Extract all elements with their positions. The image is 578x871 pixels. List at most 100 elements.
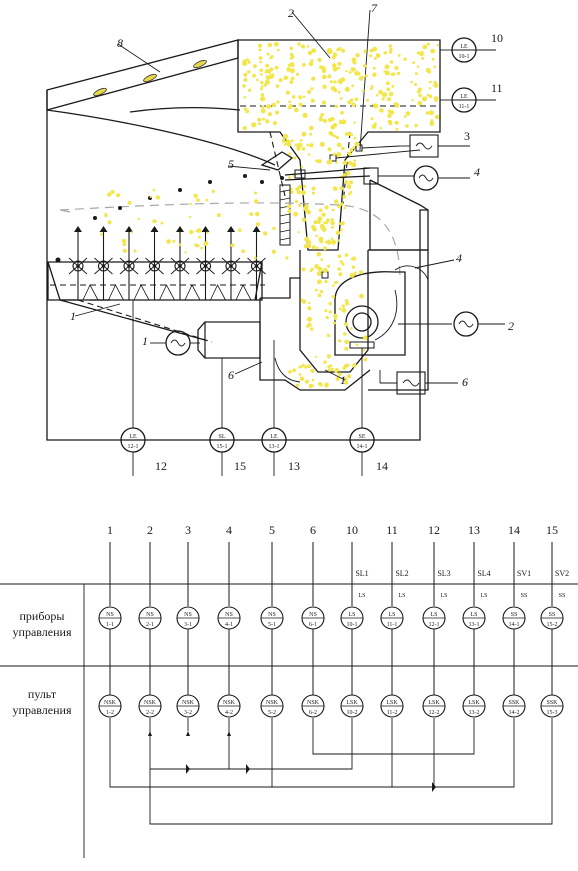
column-number: 12: [428, 523, 440, 537]
row-label-panel-1: пульт: [28, 687, 57, 701]
instrument-code: SS: [511, 612, 518, 618]
instrument-tag: 5-1: [268, 622, 276, 628]
callout-10: 10: [491, 31, 503, 45]
panel-code: LSK: [346, 700, 358, 706]
sl-15-1-tag: 15-1: [217, 444, 228, 450]
callout-2: 2: [288, 6, 294, 20]
separator-5: [260, 151, 294, 171]
signal-sublabel: SS: [559, 593, 566, 599]
callout-13: 13: [288, 459, 300, 473]
signal-label: SL3: [437, 569, 450, 578]
interconnect-wiring: [109, 718, 553, 825]
callout-1-tray: 1: [70, 309, 76, 323]
le-10-1-tag: 10-1: [459, 54, 470, 60]
panel-tag: 1-2: [106, 710, 114, 716]
signal-sublabel: LS: [358, 593, 365, 599]
column-number: 14: [508, 523, 520, 537]
instrument-tag: 14-1: [509, 622, 520, 628]
panel-tag: 6-2: [309, 710, 317, 716]
le-13-1-code: LE: [270, 434, 278, 440]
panel-code: LSK: [428, 700, 440, 706]
row-label-instruments-1: приборы: [19, 609, 64, 623]
callout-15: 15: [234, 459, 246, 473]
signal-label: SV2: [555, 569, 569, 578]
instrument-tag: 3-1: [184, 622, 192, 628]
panel-code: LSK: [386, 700, 398, 706]
callout-5: 5: [228, 157, 234, 171]
le-12-1-tag: 12-1: [128, 444, 139, 450]
signal-label: SL1: [355, 569, 368, 578]
instrument-code: LS: [470, 612, 477, 618]
instrument-code: NS: [309, 612, 317, 618]
instrument-code: NS: [106, 612, 114, 618]
column-number: 11: [386, 523, 398, 537]
panel-code: NSK: [144, 700, 157, 706]
callout-8: 8: [117, 36, 123, 50]
column-number: 13: [468, 523, 480, 537]
trajectory-line: [59, 202, 401, 281]
le-11-1-code: LE: [460, 94, 468, 100]
inlet-chute: [46, 39, 239, 111]
le-13-1-tag: 13-1: [269, 444, 280, 450]
instrument-code: NS: [184, 612, 192, 618]
panel-tag: 13-2: [469, 710, 480, 716]
panel-tag: 5-2: [268, 710, 276, 716]
instrument-code: LS: [430, 612, 437, 618]
signal-sublabel: LS: [480, 593, 487, 599]
panel-code: NSK: [223, 700, 236, 706]
panel-tag: 12-2: [429, 710, 440, 716]
callout-11: 11: [491, 81, 503, 95]
fan-housing: [368, 249, 429, 391]
panel-code: NSK: [266, 700, 279, 706]
callout-14: 14: [376, 459, 388, 473]
callout-2-motor: 2: [508, 319, 514, 333]
signal-label: SL2: [395, 569, 408, 578]
auger-pipe: [204, 321, 261, 359]
signal-label: SV1: [517, 569, 531, 578]
signal-label: SL4: [477, 569, 490, 578]
instrument-tag: 15-2: [547, 622, 558, 628]
instrument-code: NS: [146, 612, 154, 618]
column-number: 6: [310, 523, 316, 537]
instrument-code: LS: [348, 612, 355, 618]
instrument-code: SS: [549, 612, 556, 618]
panel-tag: 3-2: [184, 710, 192, 716]
bottom-instruments: LE 12-1 12 SL 15-1 15 LE 13-1 13 SE 14-1…: [120, 427, 388, 476]
sl-15-1-code: SL: [218, 434, 225, 440]
instrument-tag: 2-1: [146, 622, 154, 628]
callout-3: 3: [464, 129, 470, 143]
callout-1-elevator: 1: [340, 373, 346, 387]
signal-sublabel: LS: [440, 593, 447, 599]
callout-4-fan: 4: [456, 251, 462, 265]
elevator-column: [260, 250, 369, 373]
callout-1-motor: 1: [142, 334, 148, 348]
column-number: 10: [346, 523, 358, 537]
panel-code: NSK: [307, 700, 320, 706]
callout-7: 7: [371, 1, 378, 15]
column-number: 5: [269, 523, 275, 537]
le-12-1-code: LE: [129, 434, 137, 440]
callout-6-left: 6: [228, 368, 234, 382]
instrument-tag: 4-1: [225, 622, 233, 628]
panel-code: SSK: [546, 700, 558, 706]
instrument-tag: 1-1: [106, 622, 114, 628]
panel-tag: 10-2: [347, 710, 358, 716]
machine-diagram: LE 10-1 LE 11-1 8 2 7 10 11 3 5 4 4 1 1 …: [46, 1, 514, 476]
le-11-1-tag: 11-1: [459, 104, 470, 110]
panel-code: NSK: [182, 700, 195, 706]
instrument-tag: 12-1: [429, 622, 440, 628]
instrument-tag: 11-1: [387, 622, 398, 628]
callout-4-top: 4: [474, 165, 480, 179]
column-number: 4: [226, 523, 232, 537]
signal-sublabel: LS: [398, 593, 405, 599]
se-14-1-code: SE: [358, 434, 365, 440]
column-number: 3: [185, 523, 191, 537]
row-label-instruments-2: управления: [13, 625, 72, 639]
panel-code: SSK: [508, 700, 520, 706]
signal-sublabel: SS: [521, 593, 528, 599]
fan-rotor: [345, 305, 379, 339]
callout-12: 12: [155, 459, 167, 473]
column-number: 2: [147, 523, 153, 537]
instrument-tag: 6-1: [309, 622, 317, 628]
